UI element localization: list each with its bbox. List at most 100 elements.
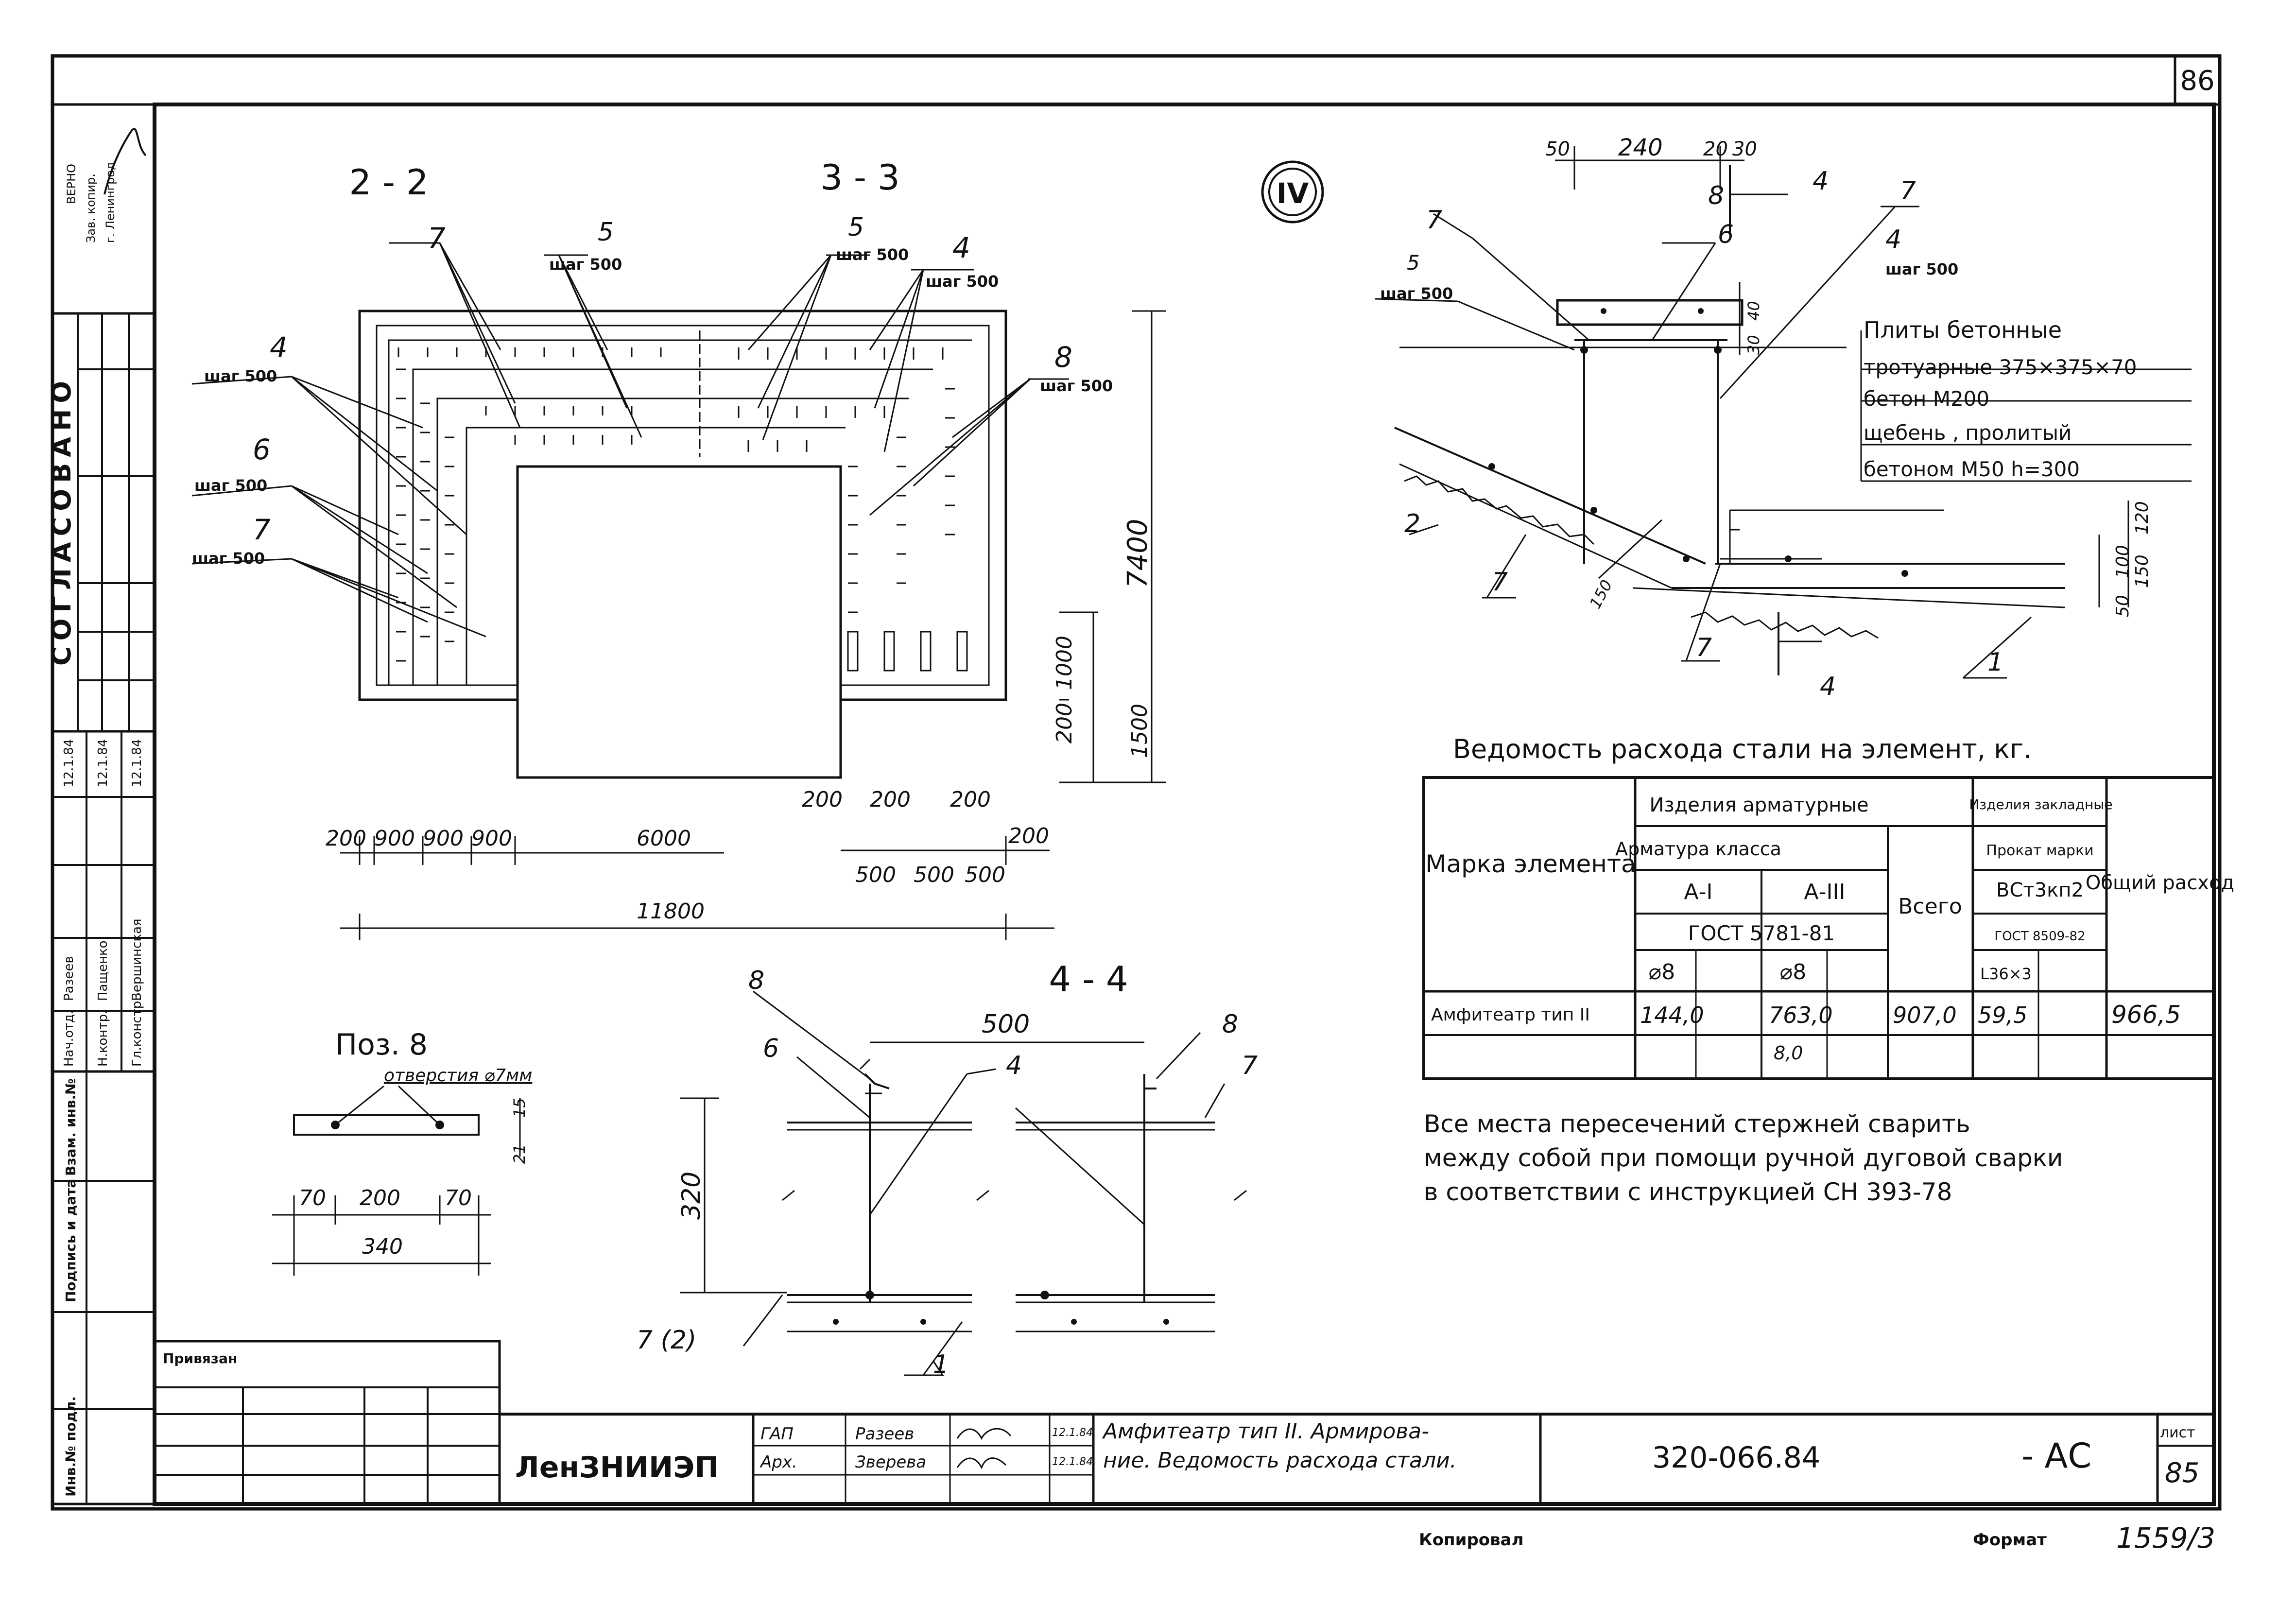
th-d2: ⌀8 bbox=[1780, 960, 1806, 985]
dim-node-20: 20 bbox=[1703, 138, 1728, 160]
section-3-3-title: 3 - 3 bbox=[820, 157, 899, 198]
node-note-1: Плиты бетонные bbox=[1864, 317, 2062, 343]
th-angle: L36×3 bbox=[1980, 965, 2032, 983]
th-mark: Марка элемента bbox=[1425, 850, 1636, 878]
title-signatures bbox=[956, 1428, 1012, 1469]
dim-7400: 7400 bbox=[1122, 518, 1154, 588]
mark-4-44: 4 bbox=[1006, 1051, 1022, 1080]
cut-4-top: 4 bbox=[1813, 167, 1829, 196]
copied-label: Копировал bbox=[1419, 1530, 1524, 1550]
plan-dim-labels: 200 900 900 900 6000 11800 200 200 200 2… bbox=[326, 518, 1154, 924]
step-7-left: шаг 500 bbox=[192, 549, 265, 568]
dim-900-c: 900 bbox=[471, 826, 512, 851]
node-iv-drawing bbox=[1375, 146, 2192, 679]
drawing-code: 320-066.84 bbox=[1652, 1441, 1820, 1475]
signer-role-1: ГАП bbox=[760, 1424, 794, 1444]
mark-2-node: 2 bbox=[1404, 509, 1420, 538]
th-d1: ⌀8 bbox=[1649, 960, 1675, 985]
dim-11800: 11800 bbox=[637, 899, 705, 924]
mark-4-top: 4 bbox=[952, 231, 970, 264]
dim-poz8-70b: 70 bbox=[445, 1186, 472, 1210]
node-iv-notes: Плиты бетонные тротуарные 375×375×70 бет… bbox=[1864, 317, 2137, 481]
mark-7-left: 7 bbox=[253, 513, 271, 546]
step-8-plan: шаг 500 bbox=[1040, 377, 1113, 395]
node-note-4: щебень , пролитый bbox=[1864, 421, 2072, 445]
plan-labels: 7 5 шаг 500 5 шаг 500 4 шаг 500 8 шаг 50… bbox=[192, 213, 1113, 568]
mark-4-left: 4 bbox=[270, 331, 288, 364]
node-note-5: бетоном М50 h=300 bbox=[1864, 457, 2080, 481]
dim-poz8-21: 21 bbox=[510, 1144, 529, 1164]
section-2-2-title: 2 - 2 bbox=[349, 162, 428, 203]
th-gost2: ГОСТ 8509-82 bbox=[1994, 929, 2085, 944]
step-5-a: шаг 500 bbox=[549, 255, 622, 274]
mark-8-node: 8 bbox=[1708, 181, 1724, 210]
node-note-2: тротуарные 375×375×70 bbox=[1864, 355, 2137, 379]
poz8-drawing bbox=[272, 1085, 521, 1276]
mark-7-44: 7 bbox=[1242, 1051, 1258, 1080]
mark-5-b: 5 bbox=[848, 213, 864, 242]
mark-5-node: 5 bbox=[1407, 251, 1420, 275]
agreed-label: СОГЛАСОВАНО bbox=[46, 375, 77, 666]
dim-200-a: 200 bbox=[326, 826, 366, 851]
steel-table-grid bbox=[1422, 776, 2215, 1080]
node-iv-dims: 50 240 20 30 30 40 150 100 50 150 120 bbox=[1545, 134, 2152, 617]
dim-poz8-70a: 70 bbox=[299, 1186, 326, 1210]
mark-7-node-b: 7 bbox=[1900, 176, 1916, 206]
title-block-grid bbox=[153, 1340, 2214, 1505]
mark-7-node-c: 7 bbox=[1492, 568, 1508, 597]
td-a3-note: 8,0 bbox=[1774, 1042, 1803, 1064]
mark-7-top: 7 bbox=[428, 222, 446, 255]
dim-200-d: 200 bbox=[950, 787, 991, 812]
mark-6-44: 6 bbox=[763, 1034, 779, 1063]
steel-table-title: Ведомость расхода стали на элемент, кг. bbox=[1453, 734, 2032, 764]
side-role-2: Н.контр. bbox=[96, 1010, 110, 1067]
note-line-2: между собой при помощи ручной дуговой св… bbox=[1424, 1144, 2063, 1172]
side-label-sign: Подпись и дата bbox=[63, 1179, 79, 1302]
mark-8-plan: 8 bbox=[1054, 341, 1072, 374]
org-name: ЛенЗНИИЭП bbox=[515, 1451, 719, 1485]
th-a3: А-III bbox=[1804, 880, 1846, 904]
td-overall: 966,5 bbox=[2111, 1001, 2181, 1029]
sheet-label: лист bbox=[2160, 1424, 2195, 1441]
steel-table-headers: Марка элемента Изделия арматурные Издели… bbox=[1425, 794, 2234, 985]
side-stamp bbox=[51, 103, 156, 1505]
step-5-node: шаг 500 bbox=[1380, 284, 1453, 303]
step-5-b: шаг 500 bbox=[836, 245, 909, 264]
steel-table-row: Амфитеатр тип II 144,0 763,0 8,0 907,0 5… bbox=[1431, 1001, 2181, 1064]
side-label-inv: Инв.№ подл. bbox=[63, 1396, 79, 1497]
corner-number: 86 bbox=[2180, 65, 2214, 97]
dim-500-c: 500 bbox=[965, 863, 1005, 887]
drawing-title-1: Амфитеатр тип II. Армирова- bbox=[1102, 1419, 1429, 1444]
side-name-1: Разеев bbox=[62, 956, 76, 1001]
th-overall: Общий расход bbox=[2086, 872, 2234, 894]
section-4-4-labels: 8 6 4 8 7 7 (2) 1 500 320 bbox=[637, 966, 1258, 1379]
step-4-node: шаг 500 bbox=[1885, 260, 1958, 278]
signers: ГАП Разеев 12.1.84 Арх. Зверева 12.1.84 bbox=[760, 1424, 1093, 1472]
side-role-1: Нач.отд. bbox=[62, 1010, 76, 1067]
dim-900-a: 900 bbox=[374, 826, 415, 851]
mark-5-a: 5 bbox=[598, 218, 614, 247]
dim-node-120: 120 bbox=[2132, 501, 2152, 535]
dim-node-50b: 50 bbox=[2113, 595, 2133, 617]
sheet-number: 85 bbox=[2165, 1457, 2199, 1489]
section-4-4-title: 4 - 4 bbox=[1049, 959, 1128, 1000]
mark-1-node: 1 bbox=[1987, 648, 2003, 677]
bound-label: Привязан bbox=[163, 1350, 237, 1366]
poz8-dim-labels: 70 200 70 340 15 21 bbox=[299, 1098, 529, 1259]
th-a1: А-I bbox=[1684, 880, 1713, 904]
th-rolled-grade: ВСт3кп2 bbox=[1996, 879, 2084, 901]
inventory-number: 1559/3 bbox=[2116, 1521, 2215, 1555]
dim-500-44: 500 bbox=[982, 1010, 1030, 1039]
step-4-top: шаг 500 bbox=[926, 272, 999, 291]
th-rebar-items: Изделия арматурные bbox=[1649, 794, 1868, 816]
mark-8-44b: 8 bbox=[1222, 1010, 1238, 1039]
signer-date-2: 12.1.84 bbox=[1052, 1456, 1093, 1468]
dim-200-e: 200 bbox=[1008, 824, 1049, 848]
format-label: Формат bbox=[1973, 1530, 2047, 1550]
side-name-2: Пащенко bbox=[96, 940, 110, 1001]
dim-poz8-200: 200 bbox=[360, 1186, 400, 1210]
side-role-3: Гл.констр. bbox=[130, 997, 144, 1067]
dim-500-b: 500 bbox=[914, 863, 954, 887]
signer-name-1: Разеев bbox=[855, 1424, 914, 1444]
